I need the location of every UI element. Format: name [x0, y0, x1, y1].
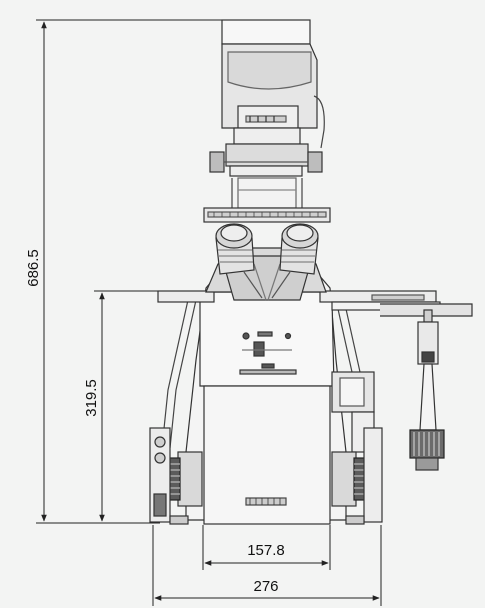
base-feet: [169, 515, 365, 525]
dimension-stage-height: [94, 290, 165, 524]
turret-scale-bar: [203, 207, 331, 223]
dimension-body-width: [202, 525, 331, 570]
lamp-housing: [221, 19, 325, 149]
condenser-assembly: [209, 127, 323, 209]
dimension-stage-height-label: 319.5: [83, 379, 100, 417]
stage-plate: [157, 290, 473, 317]
main-stand: [161, 273, 373, 525]
front-label-plate: [245, 497, 287, 506]
stage-control-knob: [409, 309, 445, 471]
dimension-total-width: [152, 525, 382, 606]
front-control-panel: [239, 331, 297, 375]
left-eyepiece: [215, 223, 255, 275]
right-eyepiece: [279, 223, 319, 275]
right-control-box: [331, 371, 375, 453]
dimension-total-height-label: 686.5: [25, 249, 42, 287]
right-focus-knob: [331, 427, 383, 523]
dimension-total-width-label: 276: [253, 578, 278, 595]
dimension-body-width-label: 157.8: [247, 542, 285, 559]
left-focus-knob: [149, 427, 203, 523]
